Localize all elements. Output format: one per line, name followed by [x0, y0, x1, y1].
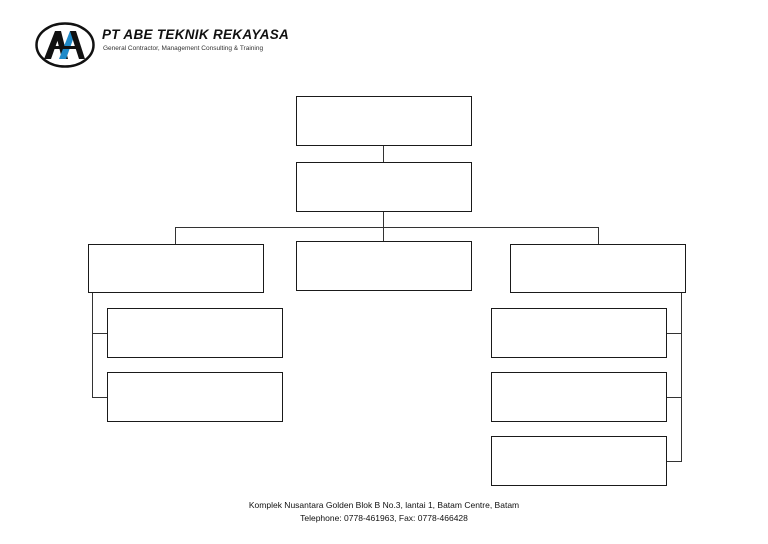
connector-left-vertical: [92, 292, 93, 398]
org-box-level-3-left: [88, 244, 264, 293]
org-box-level-3-center: [296, 241, 472, 291]
connector-top-to-second: [383, 145, 384, 162]
footer-address: Komplek Nusantara Golden Blok B No.3, la…: [248, 500, 520, 510]
connector-horizontal-bus: [175, 227, 599, 228]
footer-contact: Telephone: 0778-461963, Fax: 0778-466428: [300, 513, 468, 523]
org-box-level-2: [296, 162, 472, 212]
connector-left-sub-2: [92, 397, 108, 398]
connector-right-sub-2: [666, 397, 682, 398]
connector-bus-to-left: [175, 227, 176, 244]
company-name: PT ABE TEKNIK REKAYASA: [102, 27, 290, 42]
connector-bus-to-right: [598, 227, 599, 244]
connector-right-sub-3: [666, 461, 682, 462]
connector-second-to-bus: [383, 211, 384, 241]
org-box-level-3-right: [510, 244, 686, 293]
org-box-right-sub-3: [491, 436, 667, 486]
company-tagline: General Contractor, Management Consultin…: [103, 45, 264, 52]
abe-logo-icon: [35, 22, 95, 68]
org-box-right-sub-1: [491, 308, 667, 358]
connector-right-sub-1: [666, 333, 682, 334]
connector-left-sub-1: [92, 333, 108, 334]
org-box-left-sub-1: [107, 308, 283, 358]
connector-right-vertical: [681, 292, 682, 462]
org-box-left-sub-2: [107, 372, 283, 422]
org-box-level-1: [296, 96, 472, 146]
org-box-right-sub-2: [491, 372, 667, 422]
